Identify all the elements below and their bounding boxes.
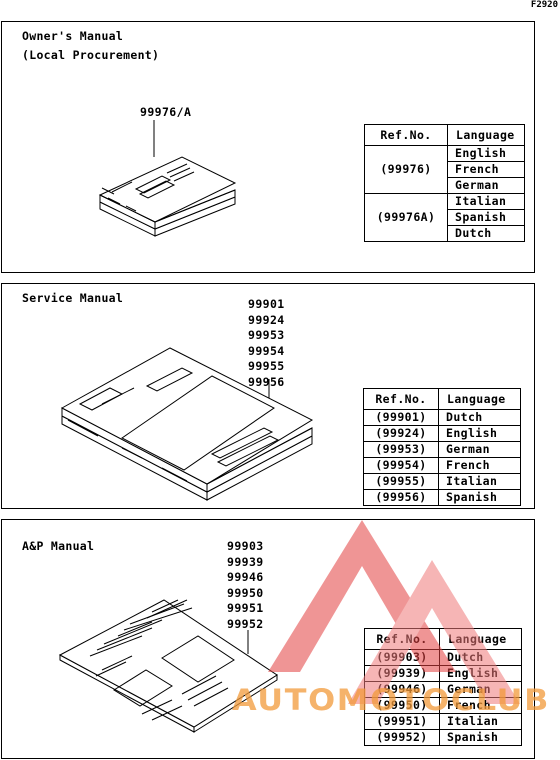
part-number: 99955 bbox=[248, 359, 285, 373]
language-header: Language bbox=[447, 124, 525, 146]
language-cell: English bbox=[447, 145, 525, 162]
language-cell: Italian bbox=[438, 473, 521, 490]
language-header: Language bbox=[439, 628, 522, 650]
service-manual-title: Service Manual bbox=[22, 291, 124, 305]
ref-no-header: Ref.No. bbox=[363, 388, 439, 410]
owners-manual-subtitle: (Local Procurement) bbox=[22, 48, 160, 62]
ref-no-cell: (99955) bbox=[363, 473, 439, 490]
ref-no-cell: (99976A) bbox=[364, 193, 448, 242]
part-number: 99952 bbox=[227, 616, 264, 631]
part-number: 99950 bbox=[227, 585, 264, 600]
ref-no-cell: (99951) bbox=[364, 713, 440, 730]
service-manual-illustration bbox=[60, 347, 314, 501]
ref-no-cell: (99901) bbox=[363, 409, 439, 426]
ref-no-cell: (99953) bbox=[363, 441, 439, 458]
ref-no-cell: (99950) bbox=[364, 697, 440, 714]
language-cell: Italian bbox=[447, 193, 525, 210]
language-cell: French bbox=[439, 697, 522, 714]
service-manual-panel: Service Manual 99901 99924 99953 99954 9… bbox=[1, 283, 535, 509]
language-cell: Spanish bbox=[447, 209, 525, 226]
owners-manual-ref-table: Ref.No. Language (99976) English French … bbox=[364, 124, 525, 242]
ap-manual-ref-table: Ref.No. Language (99903)Dutch (99939)Eng… bbox=[364, 628, 522, 746]
owners-manual-part-number: 99976/A bbox=[140, 105, 192, 119]
service-manual-ref-table: Ref.No. Language (99901)Dutch (99924)Eng… bbox=[363, 388, 521, 506]
language-cell: Spanish bbox=[439, 729, 522, 746]
language-cell: German bbox=[447, 177, 525, 194]
ref-no-cell: (99976) bbox=[364, 145, 448, 194]
ap-manual-illustration bbox=[58, 599, 278, 733]
language-cell: English bbox=[439, 665, 522, 682]
ap-manual-title: A&P Manual bbox=[22, 539, 95, 553]
part-number: 99901 bbox=[248, 297, 285, 311]
part-number: 99956 bbox=[248, 374, 285, 389]
part-number: 99953 bbox=[248, 328, 285, 342]
language-cell: Spanish bbox=[438, 489, 521, 506]
owners-manual-illustration bbox=[98, 120, 237, 237]
part-number: 99954 bbox=[248, 343, 285, 358]
part-number: 99946 bbox=[227, 570, 264, 584]
part-number: 99939 bbox=[227, 554, 264, 569]
language-cell: German bbox=[438, 441, 521, 458]
language-cell: Dutch bbox=[439, 649, 522, 666]
language-cell: Dutch bbox=[438, 409, 521, 426]
language-cell: English bbox=[438, 425, 521, 442]
part-number: 99951 bbox=[227, 601, 264, 615]
part-number: 99924 bbox=[248, 312, 285, 327]
owners-manual-panel: Owner's Manual (Local Procurement) 99976… bbox=[1, 21, 535, 273]
language-header: Language bbox=[438, 388, 521, 410]
ap-manual-part-numbers: 99903 99939 99946 99950 99951 99952 bbox=[227, 539, 264, 632]
service-manual-part-numbers: 99901 99924 99953 99954 99955 99956 bbox=[248, 297, 285, 390]
ref-no-cell: (99903) bbox=[364, 649, 440, 666]
language-cell: German bbox=[439, 681, 522, 698]
ap-manual-panel: A&P Manual 99903 99939 99946 99950 99951… bbox=[1, 519, 535, 759]
language-cell: Italian bbox=[439, 713, 522, 730]
ref-no-cell: (99946) bbox=[364, 681, 440, 698]
ref-no-header: Ref.No. bbox=[364, 124, 448, 146]
figure-code: F2920 bbox=[530, 0, 558, 10]
ref-no-cell: (99952) bbox=[364, 729, 440, 746]
language-cell: Dutch bbox=[447, 225, 525, 242]
part-number: 99903 bbox=[227, 539, 264, 553]
language-cell: French bbox=[438, 457, 521, 474]
owners-manual-title: Owner's Manual bbox=[22, 29, 124, 43]
language-cell: French bbox=[447, 161, 525, 178]
ref-no-header: Ref.No. bbox=[364, 628, 440, 650]
ref-no-cell: (99954) bbox=[363, 457, 439, 474]
ref-no-cell: (99939) bbox=[364, 665, 440, 682]
ref-no-cell: (99956) bbox=[363, 489, 439, 506]
ref-no-cell: (99924) bbox=[363, 425, 439, 442]
